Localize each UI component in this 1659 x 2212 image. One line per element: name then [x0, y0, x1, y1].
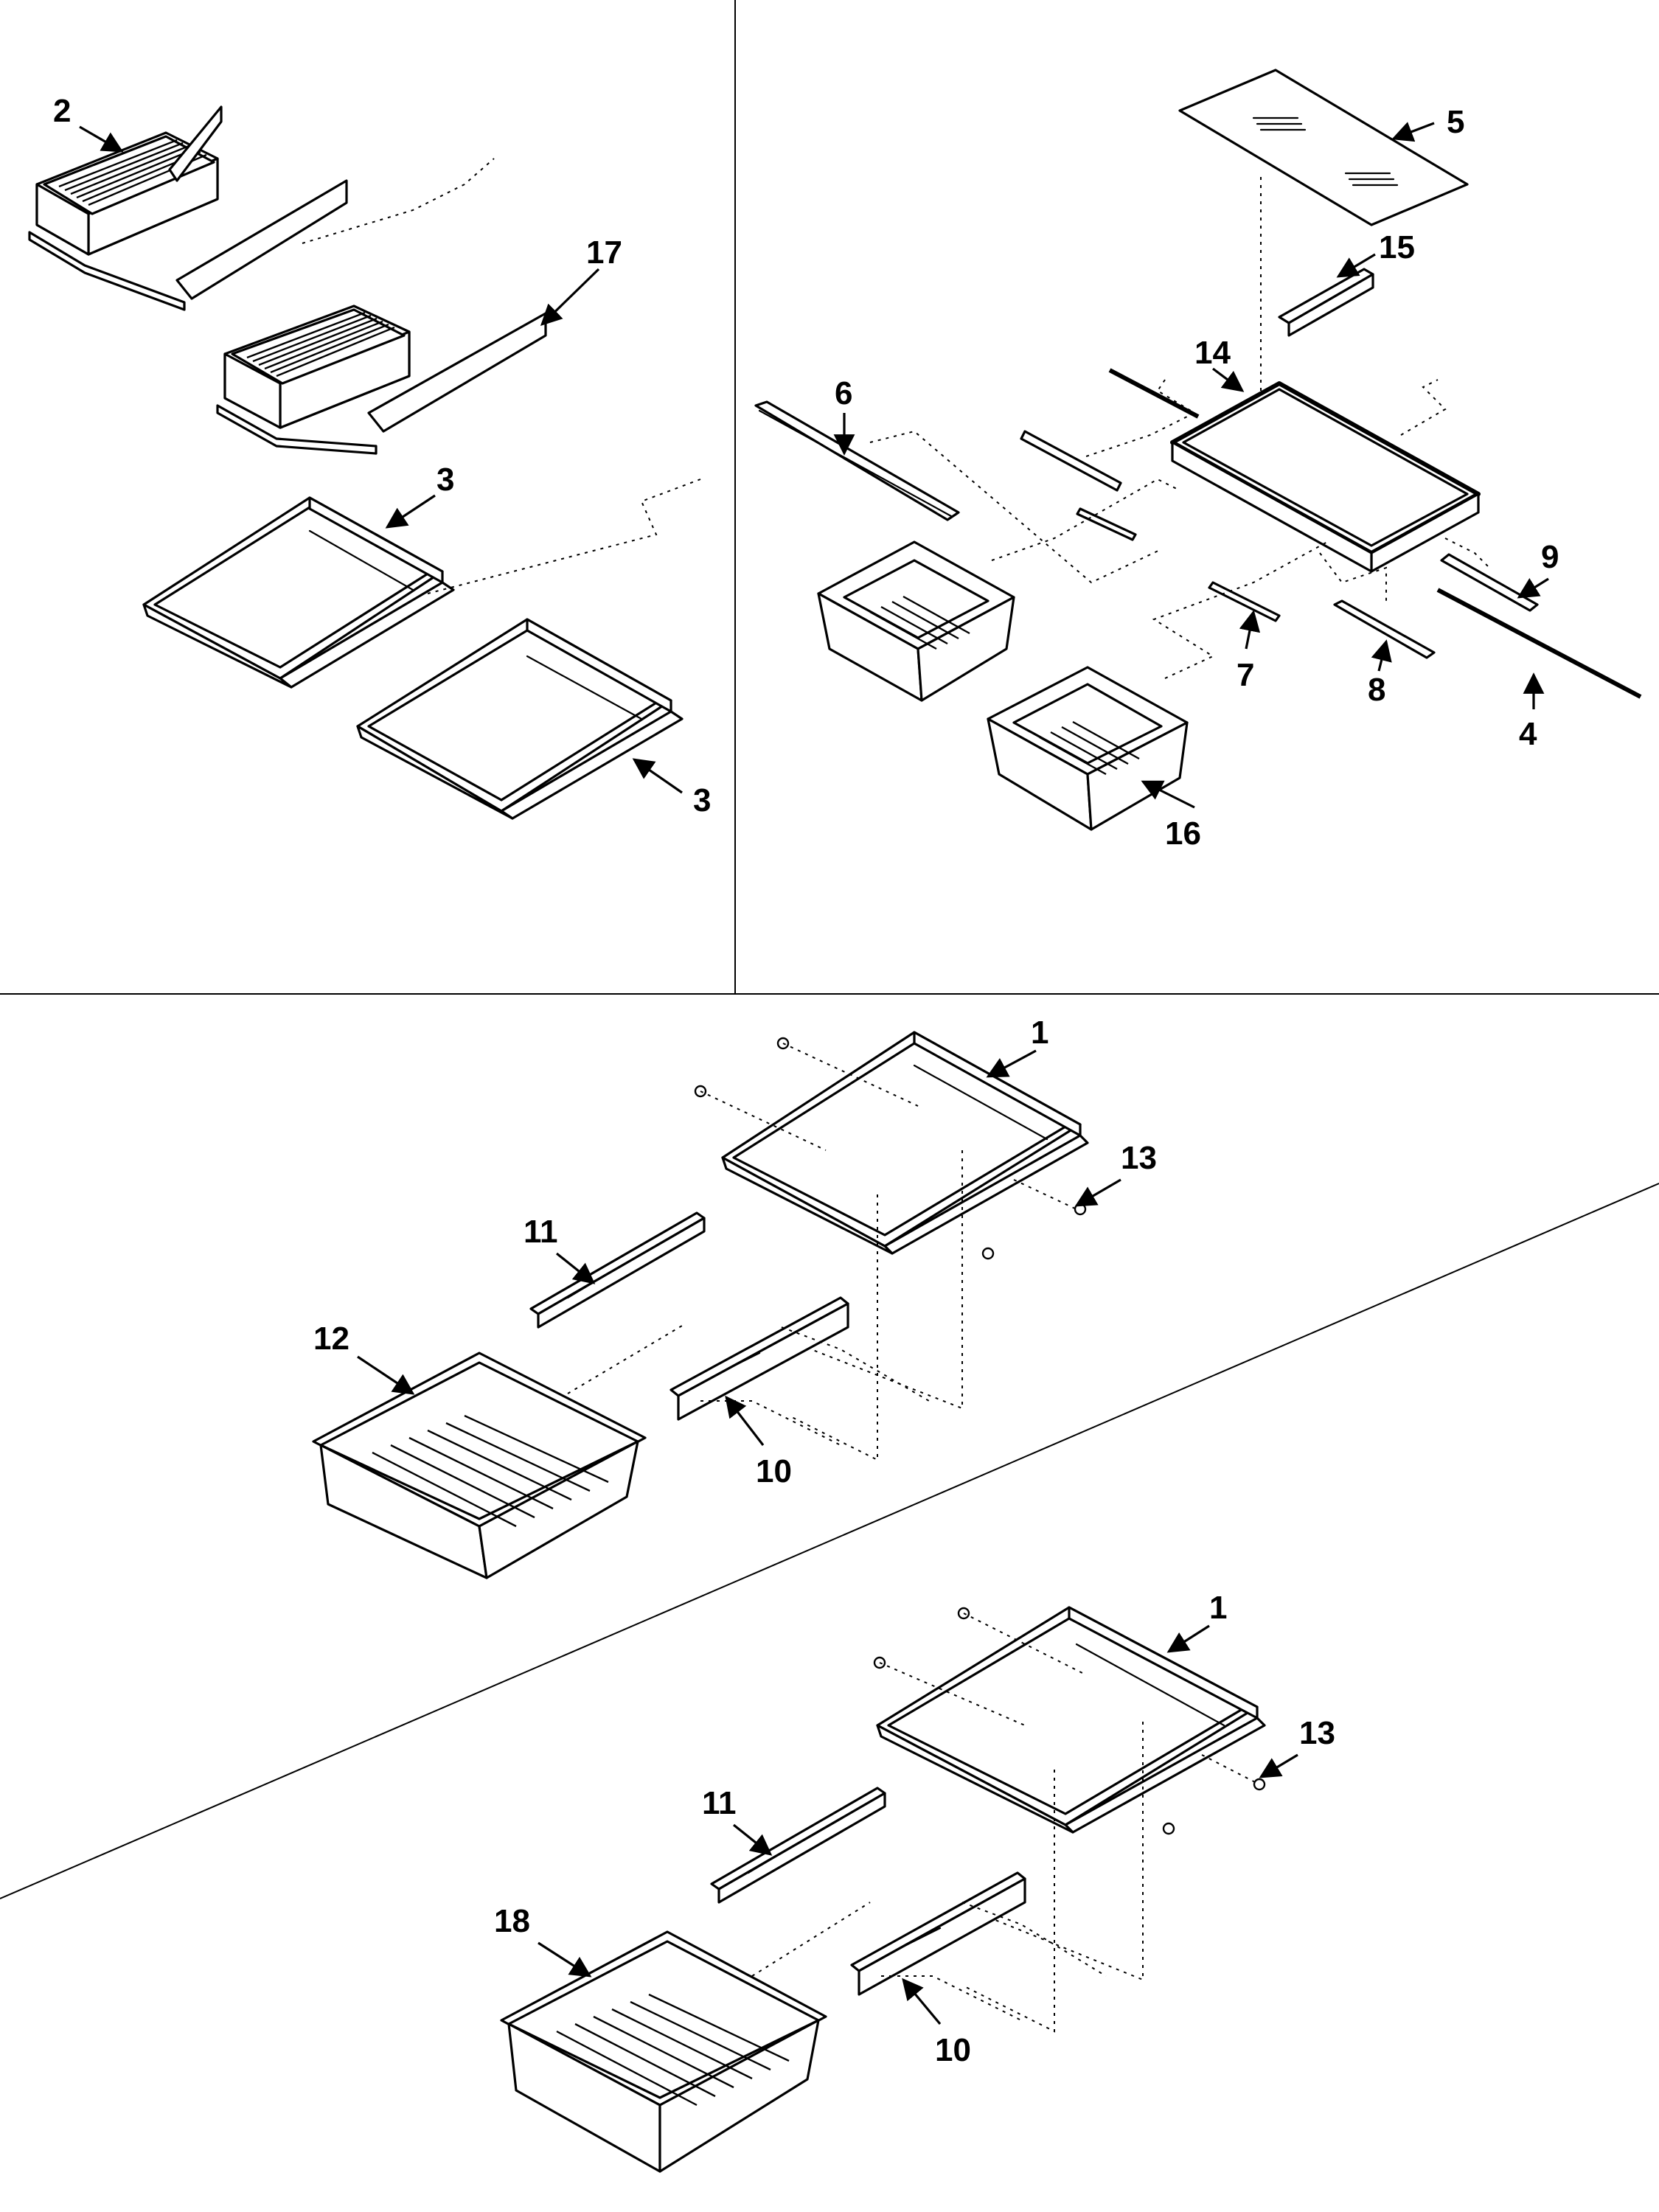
callout-8: 8 — [1368, 672, 1385, 708]
guide-line-shelf-lower — [965, 1722, 1144, 2033]
part-11-slide-upper — [529, 1211, 706, 1329]
callout-3-upper: 3 — [437, 462, 454, 498]
part-15-bracket — [1278, 268, 1374, 337]
part-9-rail — [1440, 553, 1539, 612]
callout-9: 9 — [1541, 539, 1559, 575]
callout-2: 2 — [53, 93, 71, 129]
part-4-rail — [1436, 588, 1642, 699]
callout-10-lower: 10 — [935, 2032, 971, 2068]
callout-17: 17 — [586, 234, 622, 271]
callout-12: 12 — [313, 1321, 349, 1357]
callout-14: 14 — [1194, 335, 1231, 371]
panel-dividers — [0, 0, 1659, 1899]
part-rail-upper — [1020, 368, 1200, 541]
callout-1-lower: 1 — [1209, 1590, 1227, 1626]
guide-line-drawer-upper — [302, 158, 495, 244]
callout-11-upper: 11 — [524, 1214, 558, 1250]
part-7-clip — [1208, 581, 1281, 622]
callout-18: 18 — [494, 1903, 530, 1939]
callout-6: 6 — [835, 375, 852, 411]
guide-line-shelf — [427, 479, 701, 594]
part-10-slide-lower — [850, 1871, 1026, 1996]
guide-line-drawer-12 — [567, 1323, 686, 1394]
part-10-slide-upper — [669, 1296, 849, 1421]
guide-line-bin-left — [991, 478, 1180, 561]
guide-line-shelf-upper — [788, 1150, 963, 1461]
part-3-shelf-lower — [356, 618, 684, 820]
callout-3-lower: 3 — [693, 782, 711, 818]
guide-line-bin-right — [1152, 541, 1328, 679]
guide-line-rail-9 — [1444, 538, 1490, 568]
part-2-crisper-drawer — [28, 105, 348, 311]
callout-7: 7 — [1237, 657, 1254, 693]
part-1-shelf-upper — [721, 1031, 1089, 1255]
callout-1-upper: 1 — [1031, 1015, 1048, 1051]
part-11-slide-lower — [710, 1787, 886, 1904]
guide-line-slide-lower — [881, 1902, 1107, 2021]
part-14-shelf-frame — [1170, 381, 1481, 573]
part-5-glass-shelf — [1178, 69, 1469, 226]
callout-13-lower: 13 — [1299, 1715, 1335, 1751]
screws-upper — [694, 1037, 1087, 1260]
leader-lines — [79, 122, 1549, 2025]
part-18-crisper-drawer — [500, 1930, 827, 2173]
callout-labels: 2 17 3 3 5 15 14 6 9 7 8 4 16 1 13 11 12… — [53, 93, 1559, 2068]
guide-line-screws-upper — [700, 1043, 1077, 1210]
callout-13-upper: 13 — [1121, 1140, 1157, 1176]
callout-16: 16 — [1165, 815, 1201, 852]
callout-4: 4 — [1519, 716, 1537, 752]
callout-5: 5 — [1447, 104, 1464, 140]
guide-line-slide-upper — [700, 1326, 930, 1446]
callout-11-lower: 11 — [702, 1785, 737, 1821]
part-17-crisper-drawer — [216, 305, 547, 455]
guide-line-rail-6 — [869, 430, 1162, 584]
guide-line-drawer-18 — [751, 1902, 871, 1977]
part-1-shelf-lower — [876, 1606, 1266, 1834]
part-3-shelf-upper — [142, 496, 455, 689]
part-16-crisper-bin — [987, 666, 1189, 831]
guide-line-screws-lower — [879, 1613, 1260, 1785]
part-6-rail — [754, 400, 960, 521]
guide-line-rail-8 — [1319, 552, 1387, 605]
part-crisper-bin-left — [817, 540, 1015, 702]
callout-10-upper: 10 — [756, 1453, 792, 1489]
guide-line-frame — [1400, 379, 1447, 436]
guide-line-rails — [1083, 379, 1197, 458]
part-8-rail — [1333, 599, 1436, 659]
part-12-crisper-drawer — [312, 1352, 647, 1579]
callout-15: 15 — [1379, 229, 1415, 265]
